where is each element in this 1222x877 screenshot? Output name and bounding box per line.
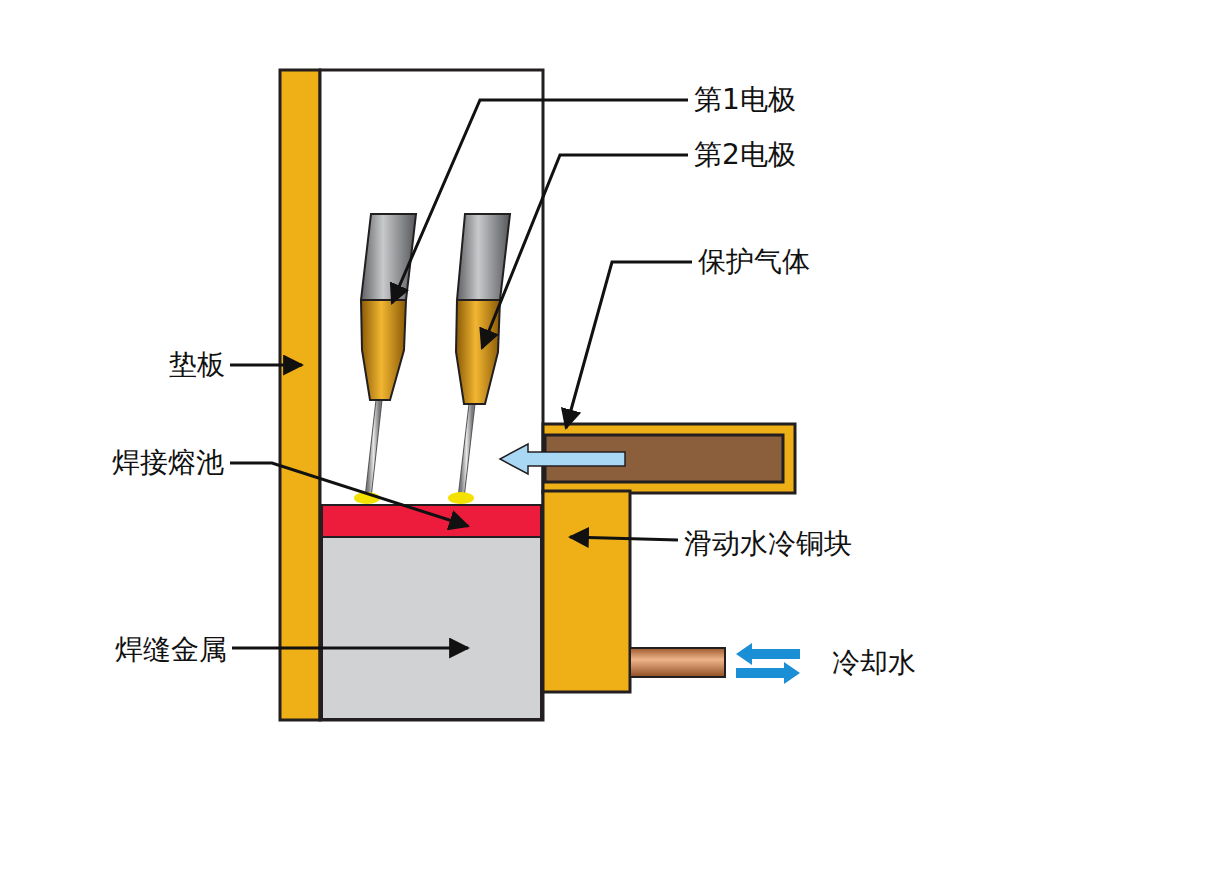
part-label: 焊缝金属: [115, 635, 227, 666]
leader-lines: [230, 100, 692, 648]
electrode-2: [448, 214, 510, 504]
water-pipe: [630, 648, 725, 677]
gas-arrow: [500, 444, 625, 474]
water-arrows: [736, 643, 800, 684]
backing-plate: [280, 70, 320, 720]
part-label: 第1电极: [694, 85, 796, 116]
copper-shoe: [543, 491, 630, 692]
weld-metal: [322, 537, 541, 719]
part-label: 垫板: [169, 350, 225, 381]
part-label: 焊接熔池: [112, 448, 224, 479]
part-label: 滑动水冷铜块: [684, 529, 852, 560]
weld-gap: [320, 70, 543, 720]
part-label: 第2电极: [694, 140, 796, 171]
weld-pool: [322, 505, 541, 537]
part-label: 保护气体: [698, 247, 810, 278]
electrode-1: [354, 214, 416, 504]
part-label: 冷却水: [832, 648, 916, 679]
